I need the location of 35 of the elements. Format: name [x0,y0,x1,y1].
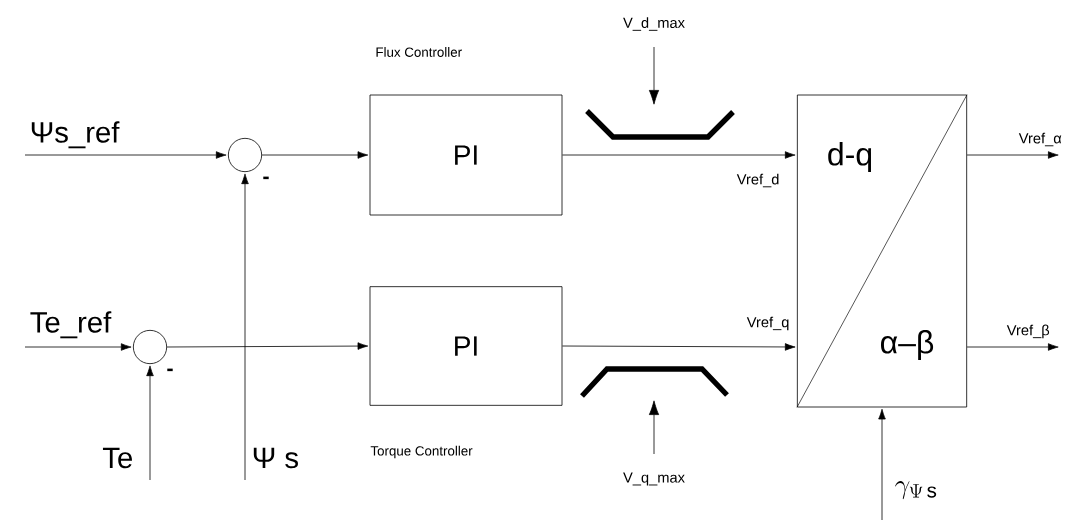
arrow [24,343,132,351]
arrow [146,365,154,481]
signal-label: $\gamma_{\Psi\,\mathrm{s}}$ [895,481,937,500]
arrow [241,173,249,481]
arrow [24,151,227,159]
signal-label: Te [102,447,132,469]
controller-block: PI [369,286,563,406]
limiter-symbol [580,366,729,398]
signal-label: Te_ref [30,311,112,339]
signal-label: V_d_max [623,17,685,31]
minus-sign: - [167,368,173,372]
signal-label: Vref_q [746,316,789,331]
transform-block: d-q α–β [796,94,968,408]
controller-caption: Torque Controller [370,445,473,459]
arrow [648,400,660,455]
signal-label: Vref_β [1006,324,1050,339]
arrow [966,343,1059,351]
signal-label: Vref_α [1018,132,1062,147]
summing-junction [227,137,263,173]
arrow [166,342,369,350]
arrow [261,151,369,159]
arrow [878,408,886,521]
arrow [562,151,796,159]
arrow [966,151,1059,159]
signal-label: Vref_d [736,173,779,188]
controller-block: PI [369,94,563,216]
signal-label: V_q_max [623,472,685,486]
summing-junction [132,329,168,365]
limiter-symbol [585,109,735,140]
arrow [562,343,796,351]
signal-label: Ψs_ref [31,121,120,149]
signal-label: Ψ s [253,447,298,469]
arrow [648,46,660,105]
minus-sign: - [263,176,269,180]
controller-caption: Flux Controller [376,47,462,57]
